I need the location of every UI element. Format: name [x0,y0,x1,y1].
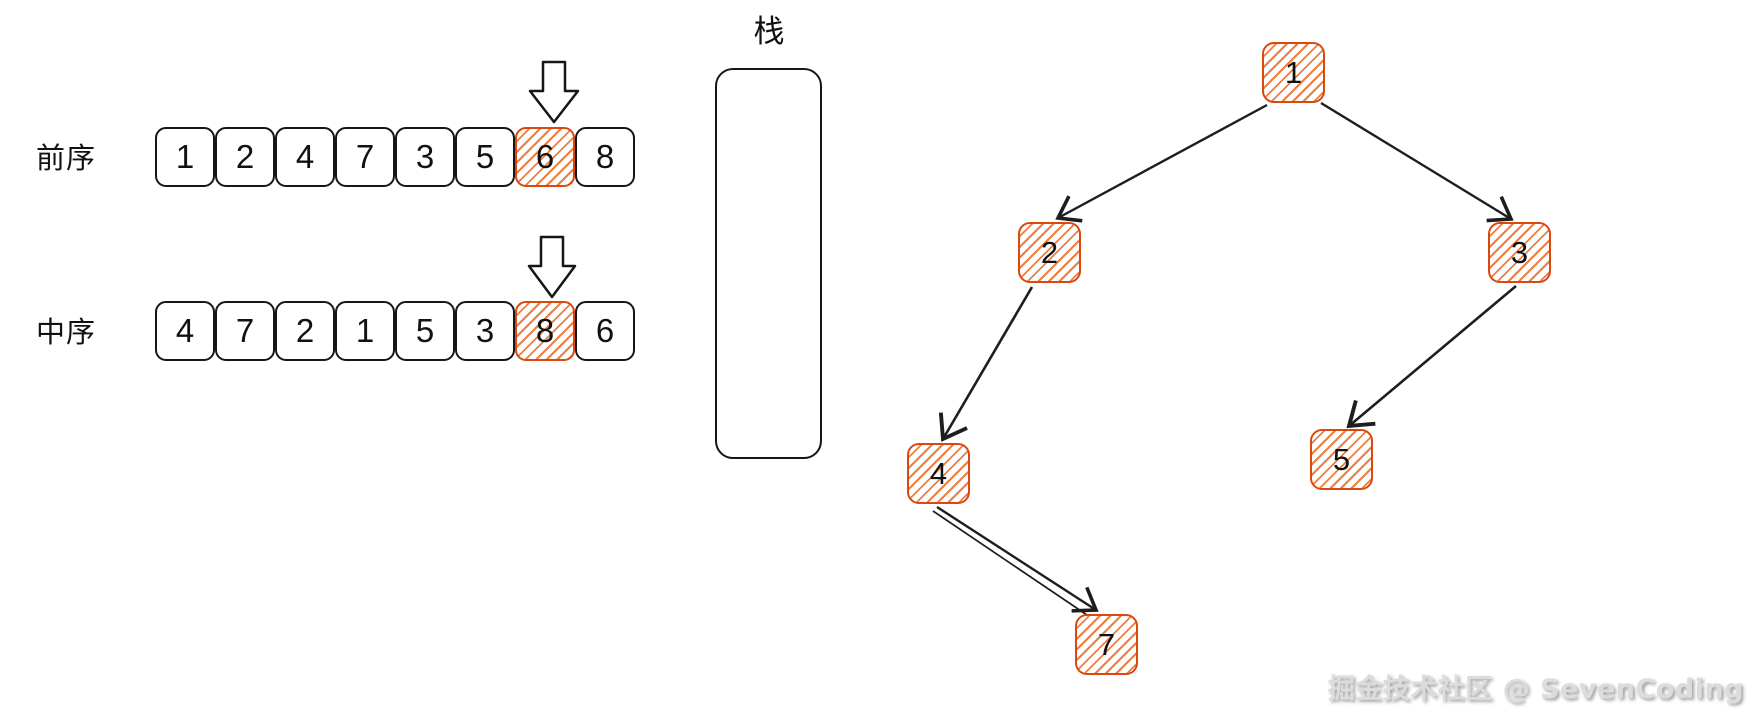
inorder-cell: 5 [395,301,455,361]
tree-node-2: 2 [1018,222,1081,283]
tree-node-7: 7 [1075,614,1138,675]
inorder-cell-highlighted: 8 [515,301,575,361]
preorder-row: 1 2 4 7 3 5 6 8 [155,127,635,187]
edge-1-2 [1055,103,1268,223]
preorder-cell: 1 [155,127,215,187]
inorder-label: 中序 [36,315,97,349]
preorder-cell-highlighted: 6 [515,127,575,187]
inorder-row: 4 7 2 1 5 3 8 6 [155,301,635,361]
preorder-pointer-arrow [528,60,580,124]
preorder-cell: 4 [275,127,335,187]
edge-3-5 [1346,285,1517,429]
preorder-cell: 8 [575,127,635,187]
inorder-cell: 1 [335,301,395,361]
tree-node-1: 1 [1262,42,1325,103]
edge-4-7-sketch-stroke [932,510,1088,616]
watermark-text: 掘金技术社区 @ SevenCoding [1327,674,1744,705]
preorder-cell: 7 [335,127,395,187]
preorder-cell: 2 [215,127,275,187]
edge-2-4 [938,286,1034,442]
preorder-label: 前序 [36,141,97,175]
stack-label: 栈 [753,14,785,50]
inorder-cell: 6 [575,301,635,361]
inorder-cell: 2 [275,301,335,361]
tree-node-3: 3 [1488,222,1551,283]
inorder-cell: 4 [155,301,215,361]
preorder-cell: 3 [395,127,455,187]
inorder-cell: 3 [455,301,515,361]
edge-1-3 [1320,101,1514,223]
inorder-pointer-arrow [527,235,577,299]
tree-node-5: 5 [1310,429,1373,490]
edge-4-7 [936,505,1099,613]
stack-container [715,68,822,459]
inorder-cell: 7 [215,301,275,361]
tree-node-4: 4 [907,443,970,504]
preorder-cell: 5 [455,127,515,187]
